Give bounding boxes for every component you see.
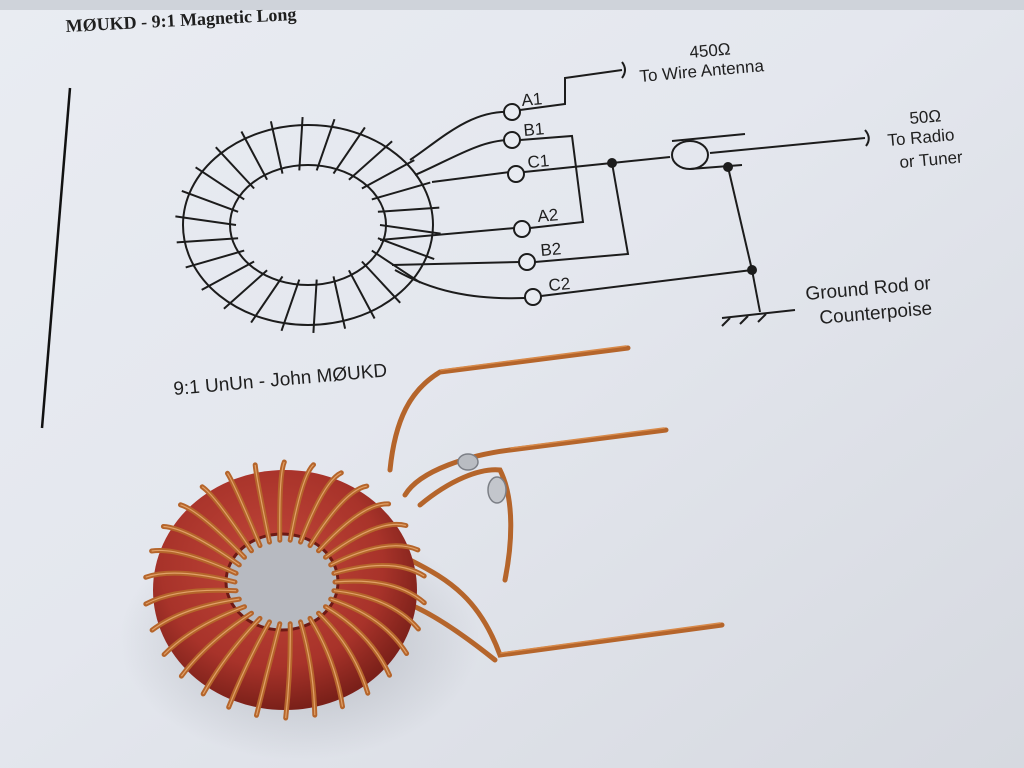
- schematic-winding-turn: [361, 159, 415, 190]
- copper-winding-highlight: [255, 623, 281, 716]
- paper-top-edge-shadow: [0, 0, 1024, 10]
- schematic-winding-turn: [176, 237, 239, 244]
- copper-winding-highlight: [325, 523, 407, 558]
- schematic-winding-turn: [312, 279, 318, 333]
- lead-wires: [387, 345, 725, 663]
- copper-winding-highlight: [325, 606, 391, 676]
- schematic-toroid: [175, 117, 441, 333]
- copper-winding-highlight: [299, 621, 316, 716]
- copper-windings: [143, 459, 427, 721]
- copper-winding-highlight: [163, 606, 245, 655]
- copper-winding-highlight: [333, 590, 419, 630]
- copper-winding-highlight: [299, 472, 342, 543]
- schematic-winding-turn: [377, 237, 435, 261]
- core-hole: [226, 534, 338, 630]
- terminal-c2-label: C2: [548, 274, 571, 295]
- copper-winding-highlight: [309, 485, 367, 546]
- antenna-impedance: 450Ω: [689, 39, 732, 62]
- schematic-junction-dots: [607, 158, 757, 275]
- schematic-winding-turn: [315, 118, 336, 171]
- copper-winding-highlight: [285, 623, 291, 719]
- schematic-winding-turn: [240, 131, 268, 181]
- schematic-winding-turn: [201, 260, 255, 291]
- schematic-winding-turn: [332, 276, 347, 329]
- solder-joints: [457, 453, 507, 504]
- schematic-winding-turn: [181, 189, 239, 213]
- schematic-winding-turn: [379, 224, 441, 235]
- copper-winding-highlight: [289, 464, 314, 541]
- copper-winding-highlight: [202, 617, 261, 695]
- copper-winding-highlight: [226, 472, 261, 546]
- schematic-winding-turn: [371, 249, 421, 284]
- schematic-winding-turn: [348, 269, 376, 319]
- terminal-a2-label: A2: [537, 205, 559, 226]
- schematic-winding-turn: [332, 126, 366, 175]
- schematic-winding-turn: [175, 215, 237, 226]
- copper-winding-highlight: [309, 618, 344, 707]
- copper-winding-highlight: [279, 461, 285, 541]
- copper-winding-highlight: [201, 486, 253, 552]
- schematic-winding-turn: [280, 279, 301, 332]
- schematic-winding-turn: [185, 249, 245, 269]
- terminal-c1-label: C1: [527, 151, 550, 172]
- copper-winding-highlight: [318, 503, 389, 552]
- terminal-a1-label: A1: [521, 89, 543, 110]
- copper-winding-highlight: [151, 549, 237, 574]
- schematic-winding-turn: [361, 260, 401, 304]
- margin-line: [40, 87, 72, 429]
- schematic-winding-turn: [195, 166, 245, 201]
- schematic-winding-turn: [371, 181, 431, 201]
- radio-impedance: 50Ω: [909, 106, 942, 128]
- copper-winding-highlight: [145, 572, 236, 583]
- schematic-winding-turn: [215, 146, 255, 190]
- terminal-b1-label: B1: [523, 119, 545, 140]
- schematic-windings: [175, 117, 441, 333]
- copper-winding-highlight: [180, 504, 245, 558]
- copper-winding-highlight: [228, 621, 271, 708]
- lead-wire-highlights: [440, 345, 721, 654]
- copper-winding-highlight: [254, 464, 271, 543]
- schematic-winding-turn: [348, 140, 393, 181]
- terminal-b2-label: B2: [540, 239, 562, 260]
- schematic-winding-turn: [377, 206, 440, 213]
- schematic-winding-turn: [223, 269, 268, 310]
- toroid-object: [120, 345, 725, 760]
- copper-winding-highlight: [151, 598, 240, 631]
- copper-winding-highlight: [318, 612, 369, 694]
- copper-winding-highlight: [180, 612, 252, 677]
- schematic-winding-turn: [250, 275, 284, 324]
- schematic-winding-turn: [269, 121, 284, 174]
- copper-winding-highlight: [334, 580, 425, 604]
- schematic-diagram: [175, 61, 870, 333]
- copper-winding-highlight: [163, 525, 240, 566]
- copper-winding-highlight: [145, 589, 237, 605]
- schematic-winding-turn: [298, 117, 304, 171]
- copper-winding-highlight: [330, 598, 408, 654]
- copper-winding-highlight: [330, 545, 419, 566]
- copper-winding-highlight: [333, 564, 425, 577]
